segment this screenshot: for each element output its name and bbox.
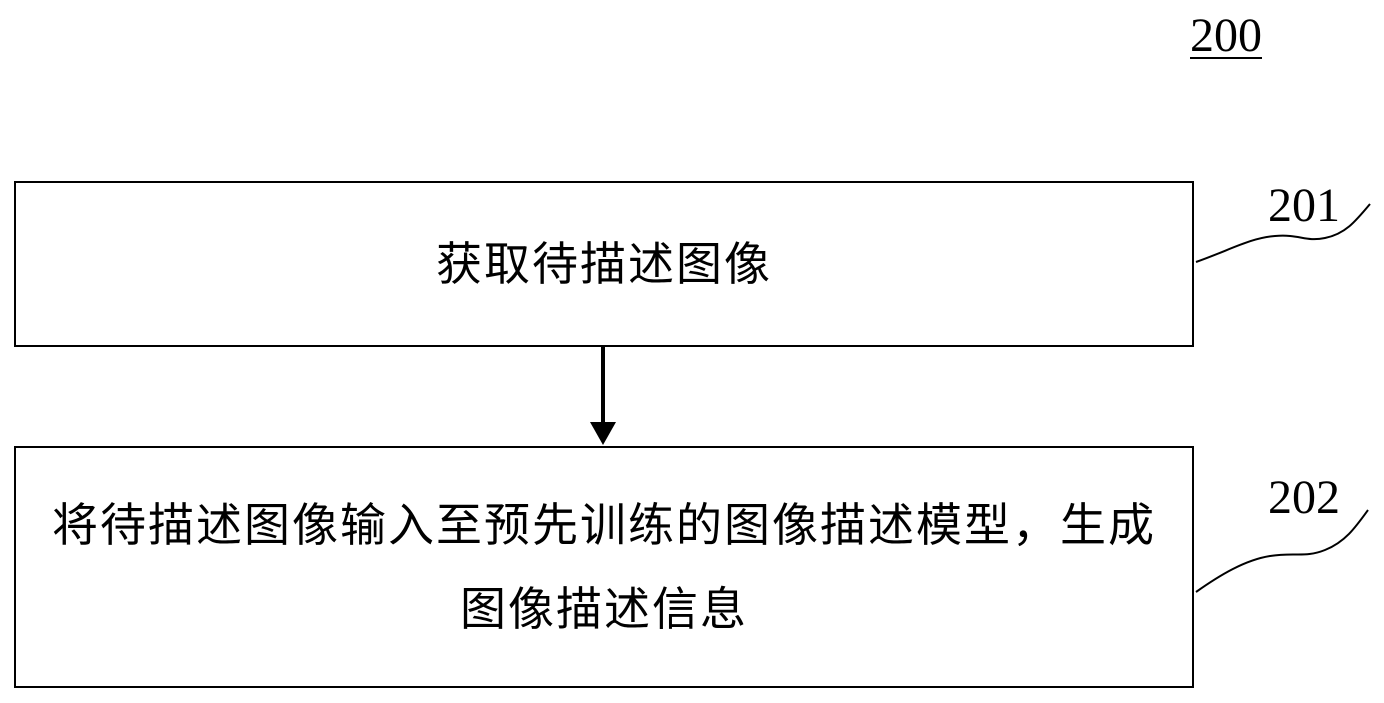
flow-arrow-head [590,422,616,445]
step-2-reference-number: 202 [1268,471,1340,524]
step-1-reference-number: 201 [1268,179,1340,232]
step-box-2: 将待描述图像输入至预先训练的图像描述模型，生成图像描述信息 [14,446,1194,688]
figure-number: 200 [1190,9,1262,62]
step-box-1: 获取待描述图像 [14,181,1194,347]
step-2-text: 将待描述图像输入至预先训练的图像描述模型，生成图像描述信息 [52,498,1156,636]
step-1-text: 获取待描述图像 [436,237,772,291]
